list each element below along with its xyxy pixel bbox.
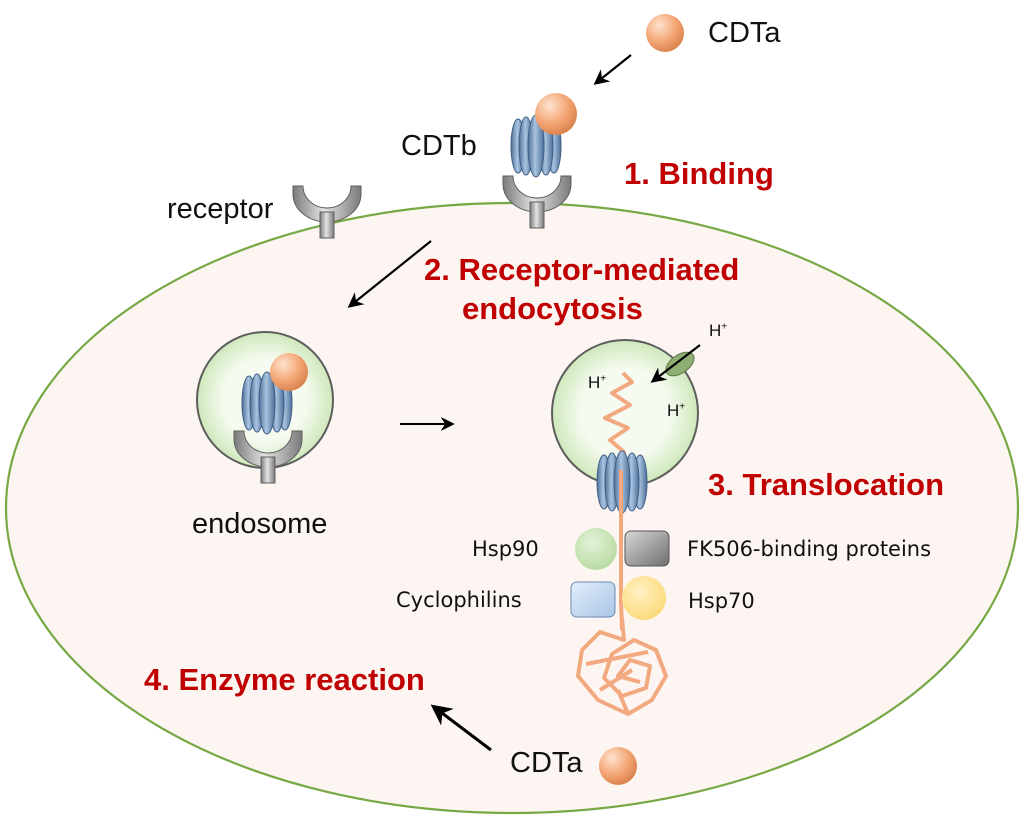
cdta-bottom-label: CDTa <box>510 747 583 779</box>
arrow-approach <box>593 54 632 85</box>
cyclophilins-label: Cyclophilins <box>396 588 522 612</box>
cdta-sphere-icon <box>599 747 637 785</box>
hsp70-label: Hsp70 <box>688 589 755 613</box>
fkbp-icon <box>624 530 670 567</box>
cdta-sphere-icon <box>535 93 577 135</box>
hsp90-label: Hsp90 <box>472 537 539 561</box>
endosome-label: endosome <box>192 508 328 540</box>
arrow-proton-influx <box>650 344 701 383</box>
unfolded-chain-icon <box>603 371 634 631</box>
fk506-label: FK506-binding proteins <box>687 537 932 561</box>
step-endocytosis-line1: 2. Receptor-mediated <box>424 252 740 287</box>
hsp90-icon <box>575 528 617 570</box>
receptor-label: receptor <box>167 193 274 225</box>
endosome-left <box>196 331 334 484</box>
hsp70-icon <box>622 576 666 620</box>
step-enzyme-reaction: 4. Enzyme reaction <box>144 662 425 697</box>
proton-outside: H+ <box>709 321 728 340</box>
arrow-endocytosis <box>347 240 432 308</box>
cyclophilin-icon <box>570 581 616 618</box>
cdta-sphere-icon <box>270 353 308 391</box>
cdtb-label: CDTb <box>401 130 477 162</box>
arrow-enzyme <box>430 704 492 752</box>
cdta-sphere-icon <box>646 14 684 52</box>
proton-inside-1: H+ <box>588 373 607 392</box>
step-translocation: 3. Translocation <box>708 467 945 502</box>
endosome-right <box>551 339 701 487</box>
step-endocytosis-line2: endocytosis <box>462 291 643 326</box>
refolded-cdta-icon <box>576 617 668 716</box>
proton-inside-2: H+ <box>667 401 686 420</box>
cdta-top-label: CDTa <box>708 17 781 49</box>
cdtb-receptor-complex <box>502 93 577 229</box>
step-binding: 1. Binding <box>624 156 774 191</box>
